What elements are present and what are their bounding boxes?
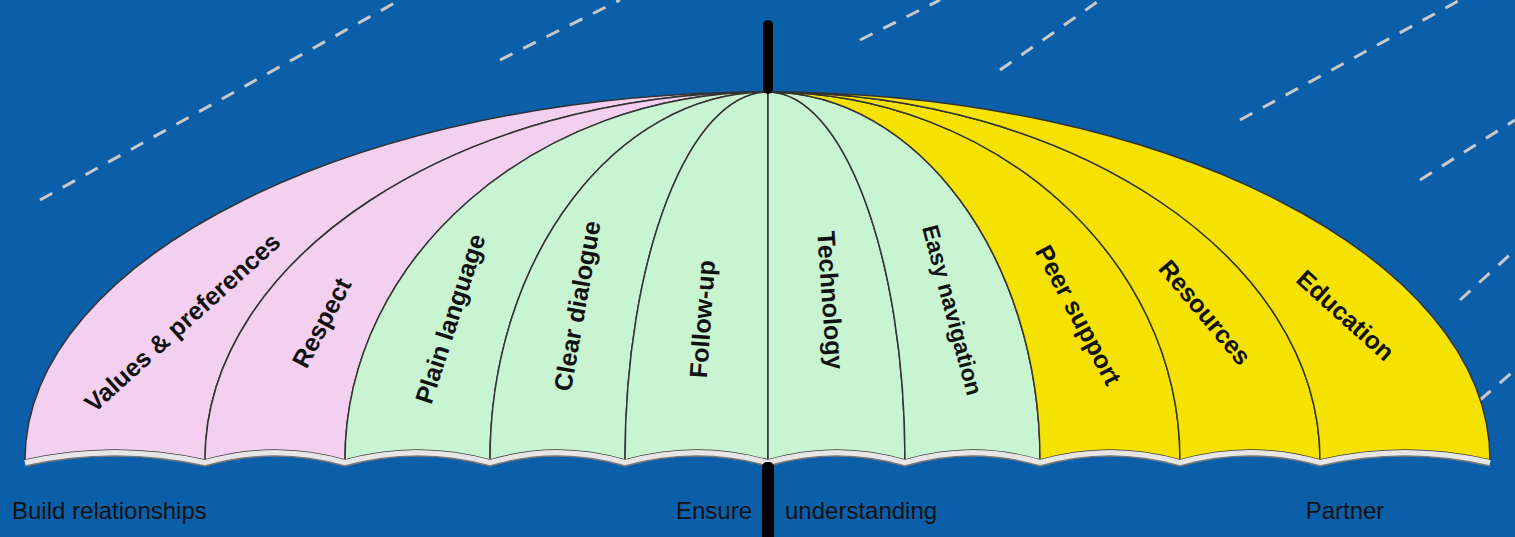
canopy-panels [25,92,1490,460]
panel-label: Follow-up [683,258,720,379]
group-label: Partner [1306,498,1385,524]
group-label: understanding [785,498,937,524]
umbrella-tip [763,20,773,94]
group-label: Build relationships [12,498,207,524]
panel-label: Technology [811,230,849,371]
group-label: Ensure [676,498,752,524]
umbrella-handle [762,462,774,537]
canopy-trim-line [25,456,1490,466]
